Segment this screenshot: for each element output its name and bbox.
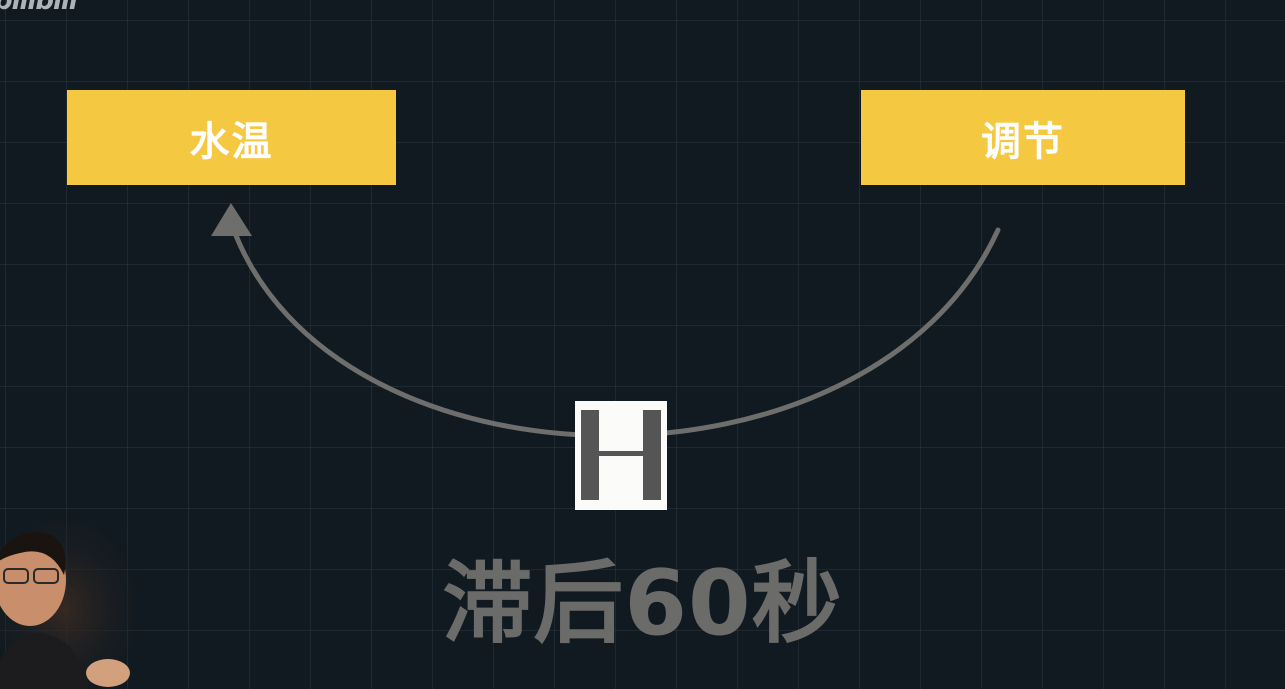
presenter-avatar: [0, 505, 140, 689]
node-adjust: 调节: [861, 90, 1185, 185]
node-water-temperature: 水温: [67, 90, 396, 185]
delay-crossbar: [581, 451, 661, 456]
delay-icon: [575, 401, 667, 510]
watermark-logo: bilibili: [0, 0, 78, 16]
arrow-up-icon: [211, 203, 252, 236]
delay-caption: 滞后60秒: [442, 551, 843, 656]
